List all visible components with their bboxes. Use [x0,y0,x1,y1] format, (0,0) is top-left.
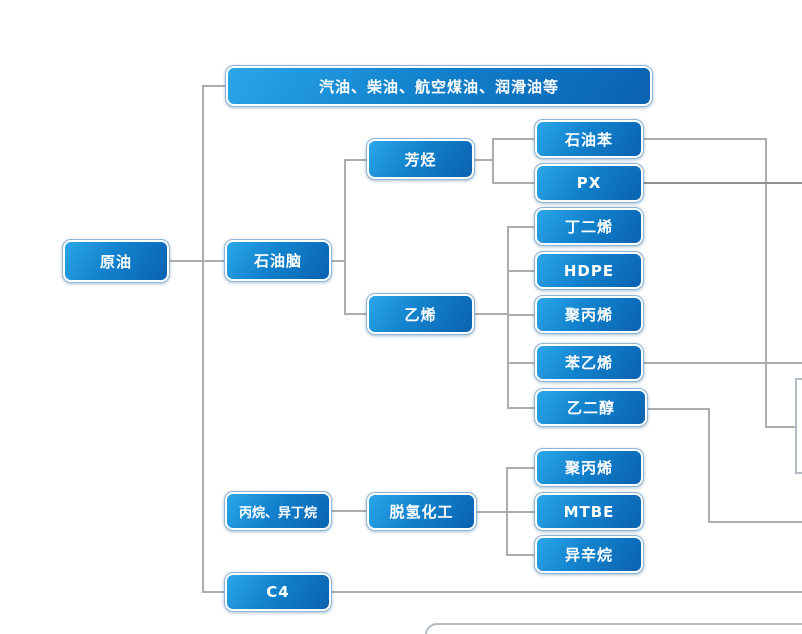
connector [708,408,710,522]
connector [344,313,366,315]
connector [344,159,366,161]
node-hdpe: HDPE [534,251,644,290]
connector [477,511,508,513]
connector [507,226,534,228]
node-mtbe-label: MTBE [537,495,641,528]
node-ethylene-label: 乙烯 [369,296,472,332]
cutoff-box-right [795,378,802,474]
connector [492,138,494,184]
connector [765,426,797,428]
connector [648,408,710,410]
connector [344,159,346,315]
node-naphtha: 石油脑 [224,239,332,282]
node-styrene-label: 苯乙烯 [537,346,641,379]
node-px: PX [534,163,644,203]
node-naphtha-label: 石油脑 [227,242,329,279]
connector [202,260,224,262]
node-crude-oil-label: 原油 [65,242,167,280]
connector [202,85,204,593]
node-butadiene-label: 丁二烯 [537,210,641,243]
connector [643,362,802,364]
connector [507,226,509,409]
connector [507,407,534,409]
node-aromatics: 芳烃 [366,138,475,180]
connector [506,554,534,556]
connector [492,138,534,140]
connector [492,182,534,184]
node-ethylene-glycol: 乙二醇 [534,388,648,427]
connector [506,511,534,513]
node-crude-oil: 原油 [62,239,170,283]
connector [170,260,204,262]
node-polypropylene-1: 聚丙烯 [534,295,644,334]
connector [332,591,802,593]
node-c4: C4 [224,572,332,612]
node-isooctane-label: 异辛烷 [537,538,641,571]
node-polypropylene-2: 聚丙烯 [534,448,644,487]
node-ethylene: 乙烯 [366,293,475,335]
connector [643,138,767,140]
connector [332,510,366,512]
node-c4-label: C4 [227,575,329,609]
node-hdpe-label: HDPE [537,254,641,287]
node-mtbe: MTBE [534,492,644,531]
node-products-banner-label: 汽油、柴油、航空煤油、润滑油等 [228,68,650,104]
connector [202,591,224,593]
connector [202,85,226,87]
connector [708,521,802,523]
node-petroleum-benzene-label: 石油苯 [537,122,641,156]
connector [507,362,534,364]
node-dehydrogenation: 脱氢化工 [366,492,477,531]
connector [332,260,346,262]
connector [643,182,802,184]
node-aromatics-label: 芳烃 [369,141,472,177]
node-petroleum-benzene: 石油苯 [534,119,644,159]
node-dehydrogenation-label: 脱氢化工 [369,495,474,528]
node-polypropylene-2-label: 聚丙烯 [537,451,641,484]
node-products-banner: 汽油、柴油、航空煤油、润滑油等 [225,65,653,107]
cutoff-box-bottom [425,623,802,634]
node-ethylene-glycol-label: 乙二醇 [537,391,645,424]
connector [765,138,767,428]
connector [475,313,509,315]
node-butadiene: 丁二烯 [534,207,644,246]
node-isooctane: 异辛烷 [534,535,644,574]
connector [475,159,494,161]
node-polypropylene-1-label: 聚丙烯 [537,298,641,331]
node-propane-isobutane: 丙烷、异丁烷 [224,491,332,531]
node-styrene: 苯乙烯 [534,343,644,382]
connector [506,467,534,469]
node-propane-isobutane-label: 丙烷、异丁烷 [227,494,329,528]
node-px-label: PX [537,166,641,200]
connector [507,314,534,316]
connector [507,270,534,272]
